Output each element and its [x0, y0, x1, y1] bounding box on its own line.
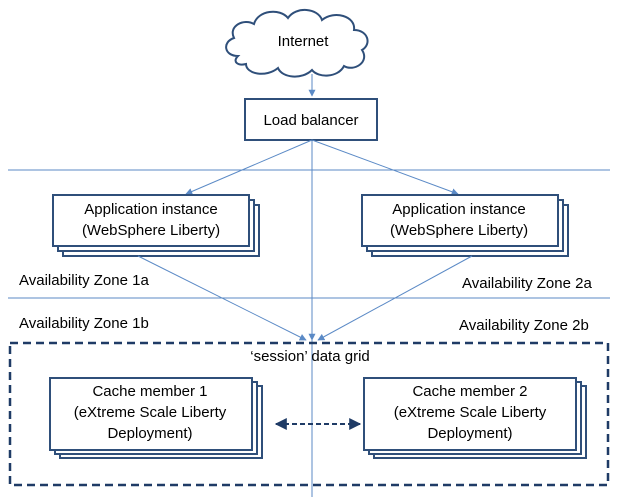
- zone-1b-label: Availability Zone 1b: [19, 315, 149, 332]
- zone-2b-label: Availability Zone 2b: [459, 317, 589, 334]
- session-data-grid: ‘session’ data grid: [8, 341, 610, 487]
- arrow-app2-to-grid: [317, 255, 473, 341]
- cloud-icon: [225, 9, 369, 78]
- cache-member-2: Cache member 2 (eXtreme Scale Liberty De…: [363, 377, 587, 459]
- arrow-lb-to-app2: [311, 139, 459, 196]
- cache-member-1: Cache member 1 (eXtreme Scale Liberty De…: [49, 377, 263, 459]
- cache-member-1-line3: Deployment): [107, 425, 192, 442]
- app-instance-1-line1: Application instance: [84, 201, 217, 218]
- cache-member-1-line2: (eXtreme Scale Liberty: [74, 404, 227, 421]
- load-balancer-label: Load balancer: [263, 112, 358, 129]
- cache-member-2-line2: (eXtreme Scale Liberty: [394, 404, 547, 421]
- app-instance-1-line2: (WebSphere Liberty): [82, 222, 220, 239]
- app-instance-2-line2: (WebSphere Liberty): [390, 222, 528, 239]
- app-instance-1: Application instance (WebSphere Liberty): [52, 194, 260, 257]
- cache-member-2-line3: Deployment): [427, 425, 512, 442]
- app-instance-2-line1: Application instance: [392, 201, 525, 218]
- arrow-app1-to-grid: [137, 255, 307, 341]
- data-grid-label: ‘session’ data grid: [250, 348, 370, 365]
- cache-member-1-line1: Cache member 1: [92, 383, 207, 400]
- internet-cloud: Internet: [225, 9, 369, 78]
- load-balancer-box: Load balancer: [244, 98, 378, 141]
- cache-member-2-line1: Cache member 2: [412, 383, 527, 400]
- zone-2a-label: Availability Zone 2a: [462, 275, 592, 292]
- zone-1a-label: Availability Zone 1a: [19, 272, 149, 289]
- internet-label: Internet: [278, 33, 330, 50]
- app-instance-2: Application instance (WebSphere Liberty): [361, 194, 569, 257]
- arrow-lb-to-app1: [185, 139, 313, 195]
